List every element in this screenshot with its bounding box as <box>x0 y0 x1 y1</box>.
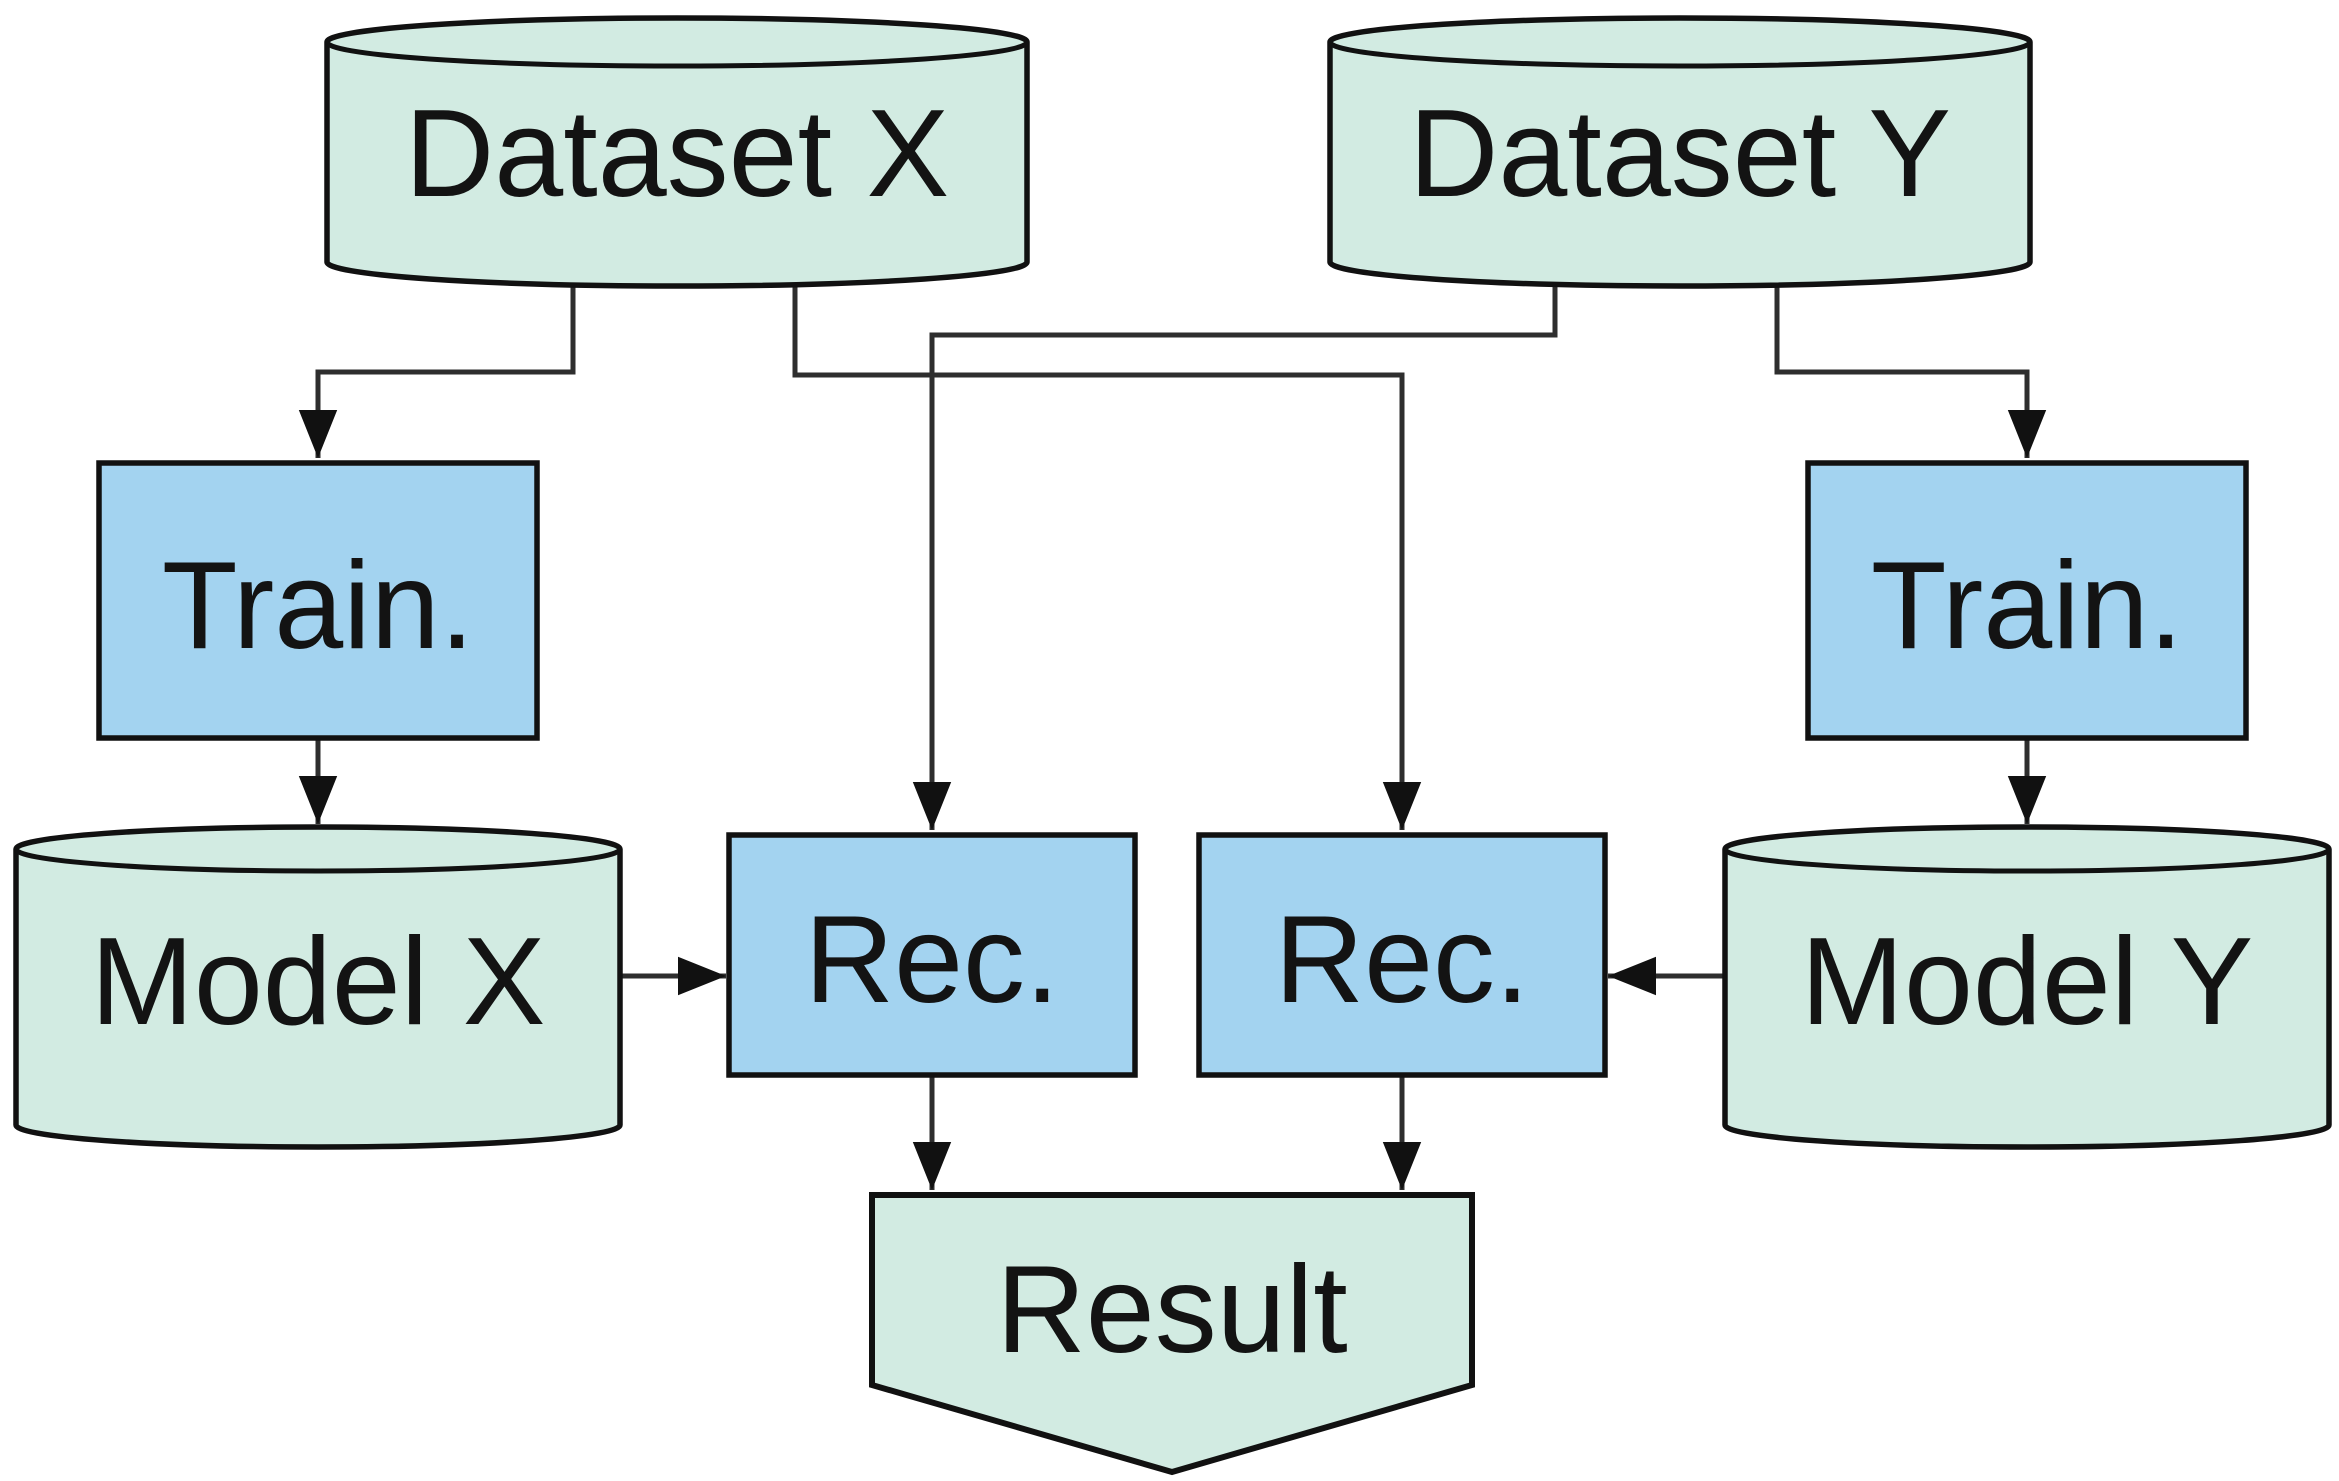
dataset-x-cylinder-top-arc <box>324 41 1030 69</box>
edge-dataset-y-to-rec-left <box>912 262 1558 830</box>
train-right-box <box>1805 460 2249 741</box>
dataset-y-cylinder-top-arc <box>1327 41 2033 69</box>
nodes: Dataset X Dataset Y Train. Train. Model … <box>13 15 2332 1476</box>
node-dataset-x: Dataset X <box>324 15 1030 289</box>
model-x-label: Model X <box>91 913 546 1051</box>
rec-right-label: Rec. <box>1275 891 1530 1029</box>
node-rec-left: Rec. <box>726 832 1138 1078</box>
node-train-left: Train. <box>96 460 540 741</box>
node-result: Result <box>869 1192 1475 1476</box>
train-left-label: Train. <box>162 537 474 675</box>
dataset-y-label: Dataset Y <box>1409 85 1951 223</box>
result-label: Result <box>996 1241 1347 1379</box>
node-model-y: Model Y <box>1722 824 2332 1150</box>
dataset-x-cylinder <box>324 15 1030 289</box>
edge-dataset-x-to-rec-right <box>792 262 1422 830</box>
dataset-x-label: Dataset X <box>405 85 950 223</box>
train-left-box <box>96 460 540 741</box>
edge-dataset-x-to-train-left <box>298 262 576 458</box>
node-model-x: Model X <box>13 824 623 1150</box>
dataset-y-cylinder <box>1327 15 2033 289</box>
train-right-label: Train. <box>1871 537 2183 675</box>
node-train-right: Train. <box>1805 460 2249 741</box>
node-dataset-y: Dataset Y <box>1327 15 2033 289</box>
model-y-cylinder-top-arc <box>1722 848 2332 874</box>
node-rec-right: Rec. <box>1196 832 1608 1078</box>
edge-dataset-y-to-train-right <box>1774 262 2047 458</box>
edges <box>298 262 2047 1190</box>
model-x-cylinder-top-arc <box>13 848 623 874</box>
rec-left-box <box>726 832 1138 1078</box>
result-pentagon <box>869 1192 1475 1476</box>
rec-left-label: Rec. <box>805 891 1060 1029</box>
rec-right-box <box>1196 832 1608 1078</box>
model-x-cylinder <box>13 824 623 1150</box>
model-y-label: Model Y <box>1801 913 2254 1051</box>
model-y-cylinder <box>1722 824 2332 1150</box>
